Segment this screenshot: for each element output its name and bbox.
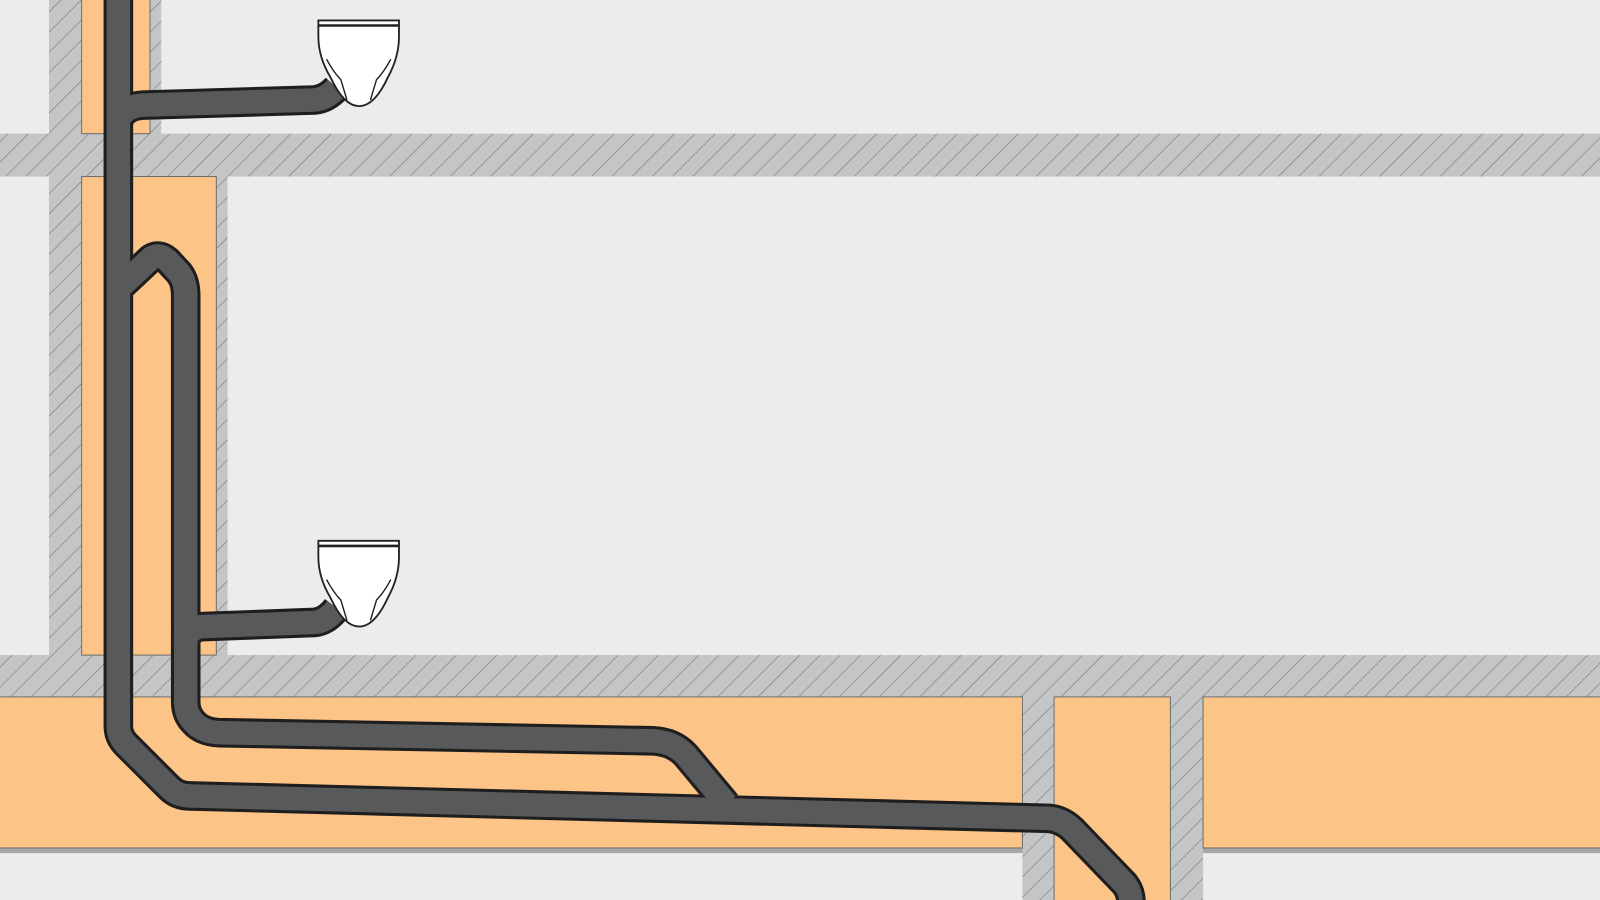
main-stack-pipe [106,0,1143,900]
vent-return-pipe [110,244,736,812]
room-middle-left [0,176,49,656]
lower-branch-pipe [175,600,347,644]
room-upper [161,0,1600,134]
room-lower-right [1203,853,1600,900]
room-lower-left [0,853,1023,900]
pipes [106,0,1143,900]
room-middle [227,176,1600,656]
floor-lines [0,847,1600,854]
upper-branch-pipe [107,79,346,126]
floor-cavity-right [1202,696,1600,849]
room-upper-left [0,0,49,134]
